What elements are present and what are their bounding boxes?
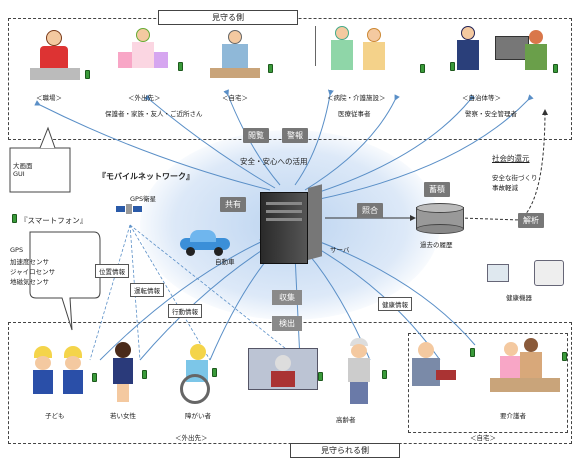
smartphone-icon [382,370,387,379]
smartphone-icon [85,70,90,79]
health-device-label: 健康機器 [506,294,532,302]
health-info-tag: 健康情報 [378,297,412,311]
elderly-walker-figure [340,338,376,408]
smartphone-icon [212,368,217,377]
driving-info-tag: 運転情報 [130,283,164,297]
medical-staff-figure [315,26,395,84]
person-care-label: 要介護者 [500,412,526,420]
blood-pressure-patient-figure [408,342,458,398]
server-icon [260,184,322,266]
outing-label: ＜外出先＞ [175,434,208,442]
past-history-label: 過去の履歴 [420,241,453,249]
big-screen-label: 大画面 [13,162,33,170]
group-medical: 医療従事者 [338,110,371,118]
database-icon [416,203,464,234]
person-child-label: 子ども [45,412,65,420]
alert-label: 警報 [282,128,308,143]
gps-satellite-label: GPS衛星 [130,195,157,203]
detect-label: 検出 [272,316,302,331]
caregiver-figure [490,338,560,398]
smartphone-label: 『スマートフォン』 [20,216,88,225]
mobile-network-label: 『モバイルネットワーク』 [98,172,194,181]
label-hospital: ＜病院・介護施設＞ [327,94,386,102]
young-woman-figure [108,342,138,404]
smartphone-icon [142,370,147,379]
position-info-tag: 位置情報 [95,264,129,278]
server-label: サーバ [330,246,350,254]
smartphone-icon [562,352,567,361]
label-home-top: ＜自宅＞ [222,94,248,102]
smartphone-icon [420,64,425,73]
person-young-woman-label: 若い女性 [110,412,136,420]
group-family: 保護者・家族・友人・ご近所さん [105,110,203,118]
wheelchair-user-figure [178,344,222,404]
car-icon [180,230,230,256]
blood-pressure-monitor-icon [487,264,509,282]
label-municipality: ＜自治体等＞ [462,94,501,102]
person-disabled-label: 障がい者 [185,412,211,420]
smartphone-icon [178,62,183,71]
home-label: ＜自宅＞ [470,434,496,442]
activity-info-tag: 行動情報 [168,304,202,318]
smartphone-icon [470,348,475,357]
smartphone-icon [450,62,455,71]
elderly-driver-figure [248,348,318,390]
collate-label: 照合 [357,203,383,218]
shopper-figure [118,28,168,83]
home-cook-figure [210,30,260,85]
watched-title: 見守られる側 [290,443,400,458]
label-outing-top: ＜外出先＞ [128,94,161,102]
scale-icon [534,260,564,286]
watcher-title: 見守る側 [158,10,298,25]
label-workplace: ＜職場＞ [36,94,62,102]
social-return-label: 社会的還元 [492,154,530,163]
group-police: 警察・安全管理者 [465,110,517,118]
safety-use-label: 安全・安心への活用 [240,157,308,166]
smartphone-icon [92,373,97,382]
sensor-gps: GPS [10,246,24,254]
accumulate-label: 蓄積 [424,182,450,197]
police-officer-figure [455,26,550,84]
smartphone-icon [318,372,323,381]
sensor-gyro: ジャイロセンサ [10,268,56,276]
sensor-accel: 加速度センサ [10,258,49,266]
smartphone-icon [12,214,17,223]
sensor-magnetic: 地磁気センサ [10,278,49,286]
gps-satellite-icon [116,202,142,216]
car-label: 自動車 [215,258,235,266]
children-figure [30,346,90,404]
smartphone-icon [553,64,558,73]
accident-reduction-label: 事故軽減 [492,184,518,192]
smartphone-icon [268,64,273,73]
collect-label: 収集 [272,290,302,305]
office-worker-figure [30,30,80,85]
person-elderly-label: 高齢者 [336,416,356,424]
safe-town-label: 安全な街づくり [492,174,538,182]
share-label: 共有 [220,197,246,212]
home-subbox [408,333,568,433]
analyze-label: 解析 [518,213,544,228]
view-label: 閲覧 [243,128,269,143]
gui-label: GUI [13,170,25,178]
